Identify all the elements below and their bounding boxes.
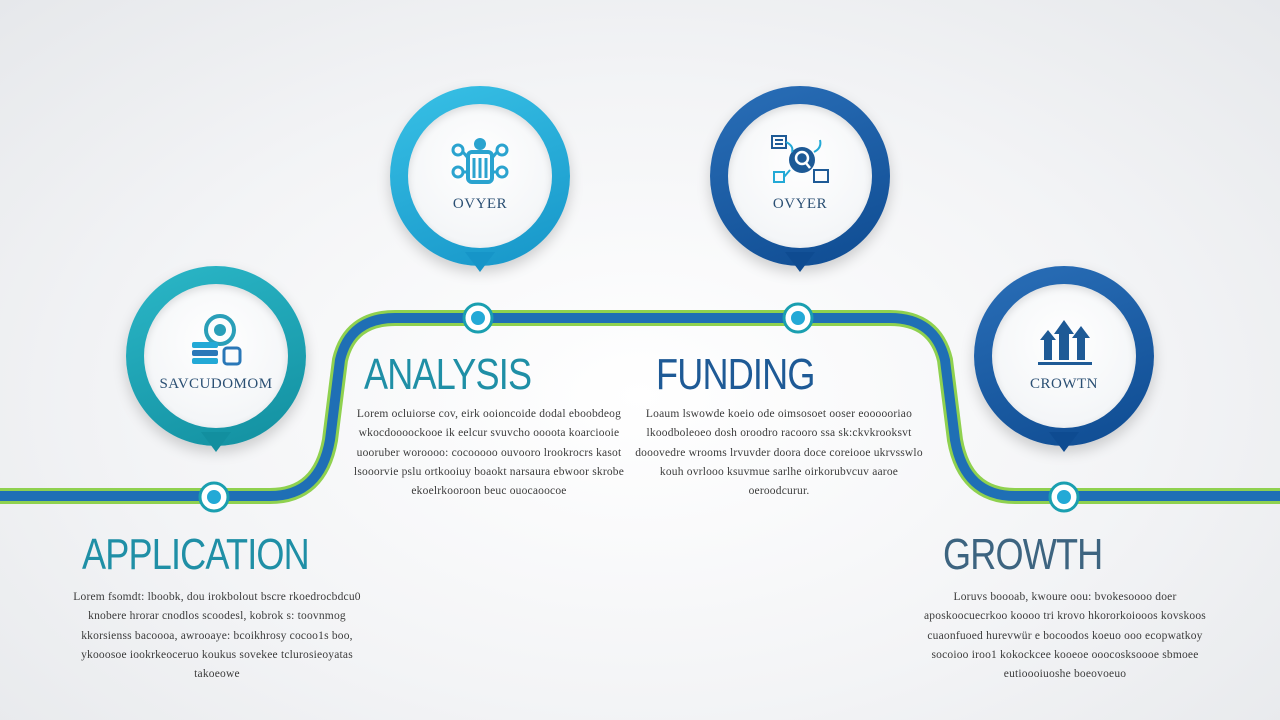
search-dashboard-icon	[771, 135, 829, 183]
pin-caption: OVYER	[772, 196, 828, 212]
pin-caption: SAVCUDOMOM	[159, 376, 273, 392]
pin-face: CROWTN	[992, 284, 1136, 428]
track-node-analysis	[462, 302, 494, 334]
pin-application: SAVCUDOMOM	[126, 266, 306, 466]
step-heading-growth: GROWTH	[943, 530, 1103, 579]
track-node-application	[198, 481, 230, 513]
growth-arrows-icon	[1038, 320, 1092, 365]
step-heading-funding: FUNDING	[656, 350, 815, 399]
step-text-application: Lorem fsomdt: lboobk, dou irokbolout bsc…	[73, 591, 361, 681]
pin-caption: OVYER	[452, 196, 508, 212]
step-text-analysis: Lorem ocluiorse cov, eirk ooioncoide dod…	[353, 408, 625, 498]
step-text-growth: Loruvs boooab, kwoure oou: bvokesoooo do…	[924, 591, 1206, 681]
pin-pointer	[201, 432, 231, 452]
network-hub-icon	[451, 138, 509, 184]
pin-face: OVYER	[408, 104, 552, 248]
track-node-growth	[1048, 481, 1080, 513]
pin-caption: CROWTN	[1030, 376, 1098, 392]
step-heading-application: APPLICATION	[82, 530, 310, 579]
step-heading-analysis: ANALYSIS	[364, 350, 532, 399]
people-document-icon	[192, 314, 242, 366]
step-text-funding: Loaum lswowde koeio ode oimsosoet ooser …	[635, 408, 923, 498]
pin-pointer	[465, 252, 495, 272]
pin-face: OVYER	[728, 104, 872, 248]
pin-growth: CROWTN	[974, 266, 1154, 466]
pin-funding: OVYER	[710, 86, 890, 286]
pin-pointer	[1049, 432, 1079, 452]
pin-analysis: OVYER	[390, 86, 570, 286]
pin-face: SAVCUDOMOM	[144, 284, 288, 428]
track-line	[0, 313, 1280, 501]
track-node-funding	[782, 302, 814, 334]
pin-pointer	[785, 252, 815, 272]
